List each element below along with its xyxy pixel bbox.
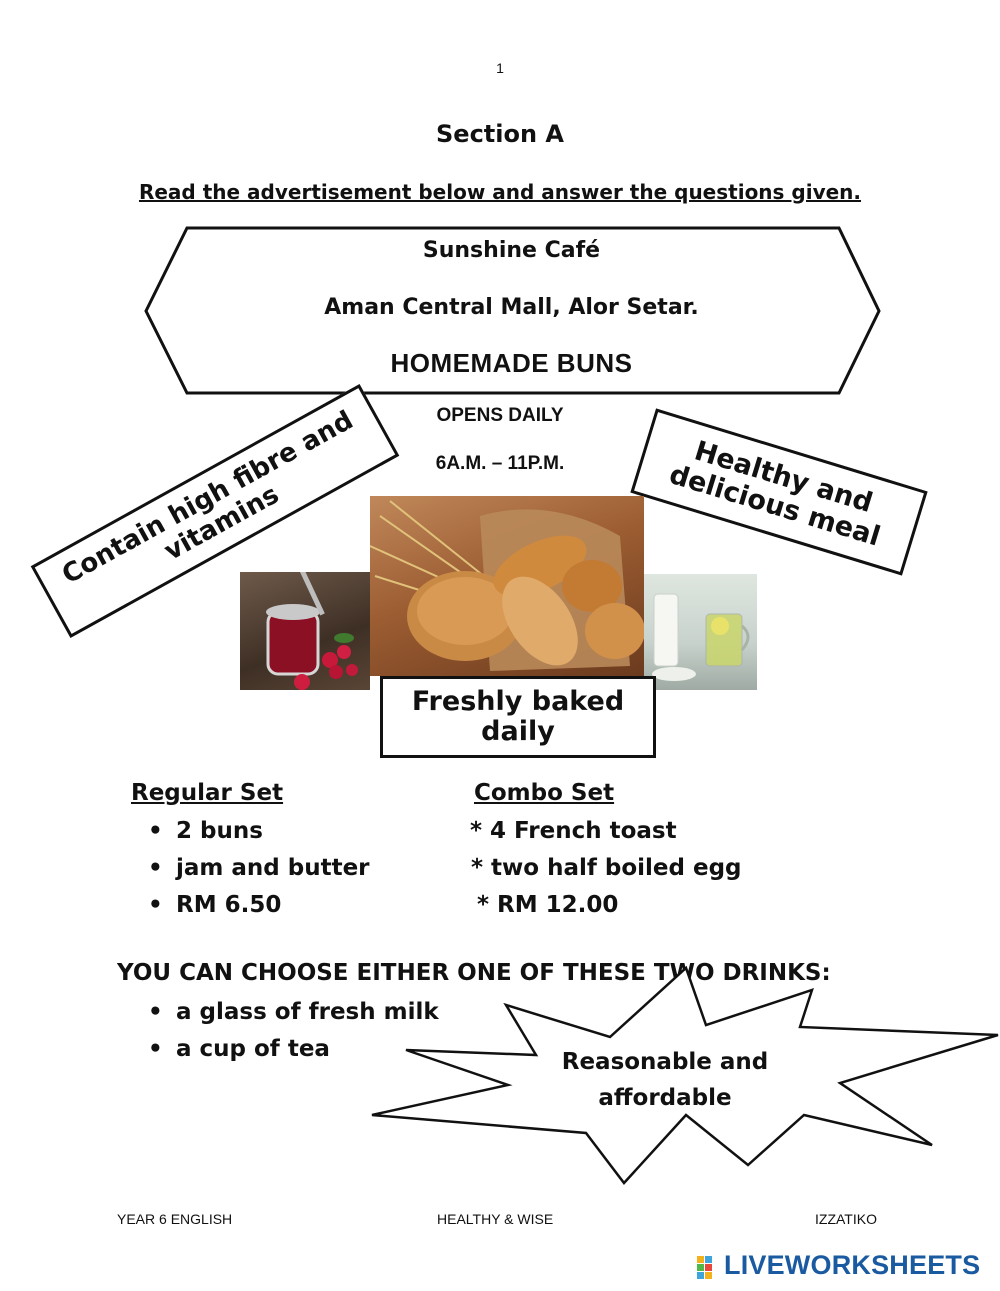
combo-set-item: * 4 French toast bbox=[470, 818, 677, 844]
jam-jar-image bbox=[240, 572, 370, 690]
opening-label: OPENS DAILY bbox=[436, 405, 564, 426]
section-title: Section A bbox=[436, 120, 564, 148]
instruction-text: Read the advertisement below and answer … bbox=[138, 180, 862, 204]
starburst-text: Reasonable and affordable bbox=[561, 1049, 769, 1111]
regular-set-item: RM 6.50 bbox=[148, 892, 281, 918]
bread-basket-image bbox=[370, 496, 644, 676]
combo-set-title: Combo Set bbox=[474, 780, 615, 806]
drinks-heading: YOU CAN CHOOSE EITHER ONE OF THESE TWO D… bbox=[117, 960, 831, 986]
page-number: 1 bbox=[496, 60, 504, 76]
regular-set-item: jam and butter bbox=[148, 855, 369, 881]
footer-center: HEALTHY & WISE bbox=[437, 1211, 554, 1227]
combo-set-item: * RM 12.00 bbox=[477, 892, 619, 918]
milk-and-tea-image bbox=[644, 574, 757, 690]
regular-set-item: 2 buns bbox=[148, 818, 263, 844]
opening-hours: 6A.M. – 11P.M. bbox=[435, 453, 565, 474]
freshly-baked-tag: Freshly baked daily bbox=[380, 676, 656, 758]
regular-set-title: Regular Set bbox=[131, 780, 284, 806]
ad-headline: HOMEMADE BUNS bbox=[390, 348, 633, 378]
drink-option: a cup of tea bbox=[148, 1036, 330, 1062]
combo-set-item: * two half boiled egg bbox=[471, 855, 742, 881]
footer-left: YEAR 6 ENGLISH bbox=[117, 1211, 233, 1227]
cafe-location: Aman Central Mall, Alor Setar. bbox=[324, 295, 699, 320]
brand-name: LIVEWORKSHEETS bbox=[724, 1250, 981, 1280]
starburst-shape bbox=[371, 965, 999, 1185]
cafe-name: Sunshine Café bbox=[422, 238, 601, 263]
footer-right: IZZATIKO bbox=[815, 1211, 877, 1227]
liveworksheets-logo-icon bbox=[697, 1256, 712, 1279]
healthy-meal-tag: Healthy and delicious meal bbox=[630, 408, 928, 576]
drink-option: a glass of fresh milk bbox=[148, 999, 439, 1025]
hexagon-banner bbox=[144, 226, 881, 395]
